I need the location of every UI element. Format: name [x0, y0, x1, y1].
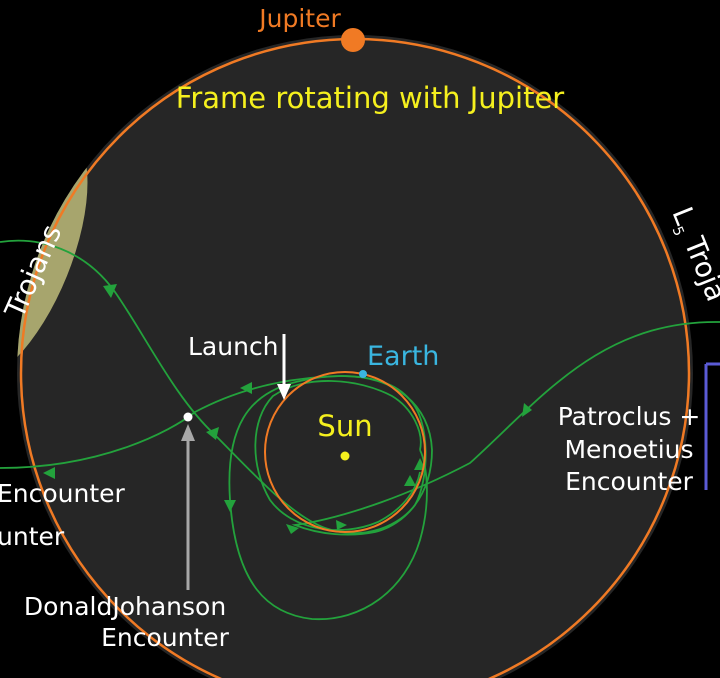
earth-planet [359, 370, 367, 378]
patroclus-bracket [704, 362, 720, 490]
sun-label: Sun [317, 409, 372, 443]
patroclus-line-1: Patroclus + [558, 402, 701, 431]
jupiter-label: Jupiter [257, 4, 341, 33]
donald-johanson-line-2: Encounter [101, 623, 230, 652]
launch-label: Launch [188, 332, 279, 361]
patroclus-line-2: Menoetius [564, 435, 693, 464]
earth-orbit [264, 371, 426, 533]
trajectory-arrows [43, 284, 532, 534]
diagram-title: Frame rotating with Jupiter [176, 81, 565, 115]
donald-johanson-pointer [181, 424, 195, 590]
earth-label: Earth [367, 341, 439, 372]
launch-pointer [277, 334, 291, 400]
left-encounter-label-1: Encounter [0, 479, 126, 508]
donald-johanson-line-1: DonaldJohanson [24, 592, 226, 621]
donald-johanson-point [183, 412, 193, 422]
patroclus-line-3: Encounter [565, 467, 694, 496]
jupiter-planet [341, 28, 365, 52]
sun [340, 451, 350, 461]
left-encounter-label-2: unter [0, 522, 65, 551]
lucy-trajectory [0, 239, 720, 620]
rotating-frame-disk [17, 35, 693, 678]
